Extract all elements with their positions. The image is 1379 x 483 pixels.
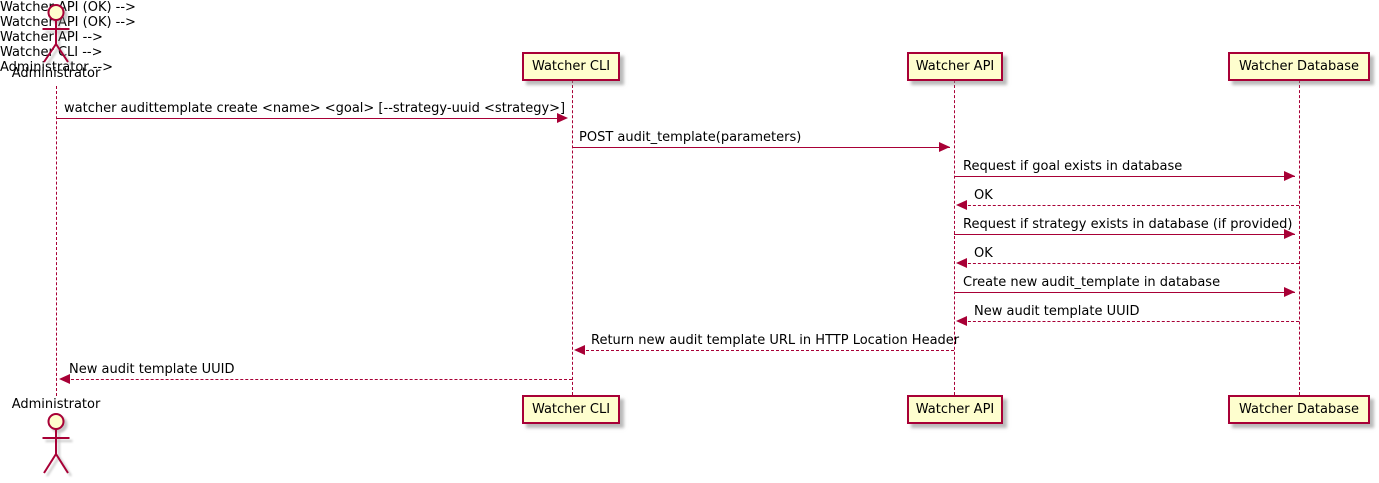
- lifeline-administrator: [56, 86, 57, 396]
- message-line: [572, 147, 950, 148]
- message-label: Request if goal exists in database: [963, 159, 1183, 174]
- message-label: Request if strategy exists in database (…: [963, 217, 1293, 232]
- lifeline-watcher-cli: [572, 80, 573, 395]
- participant-watcher-database-bottom: Watcher Database: [1228, 395, 1370, 424]
- message-label: OK: [974, 246, 993, 261]
- arrowhead-left-icon: [956, 258, 967, 268]
- arrowhead-left-icon: [956, 200, 967, 210]
- arrowhead-right-icon: [1284, 287, 1295, 297]
- actor-administrator-top: Administrator: [6, 3, 106, 81]
- message-label: OK: [974, 188, 993, 203]
- message-line: [57, 118, 562, 119]
- arrowhead-left-icon: [956, 316, 967, 326]
- message-line: [954, 176, 1295, 177]
- participant-watcher-cli-top: Watcher CLI: [522, 52, 620, 81]
- arrowhead-right-icon: [557, 113, 568, 123]
- actor-stick-figure-icon: [42, 4, 70, 63]
- message-label: Create new audit_template in database: [963, 275, 1221, 290]
- actor-label: Administrator: [11, 397, 101, 412]
- message-label: POST audit_template(parameters): [579, 130, 802, 145]
- message-line: [958, 205, 1299, 206]
- actor-stick-figure-icon: [42, 413, 70, 474]
- participant-watcher-api-bottom: Watcher API: [907, 395, 1003, 424]
- actor-administrator-bottom: Administrator: [6, 396, 106, 476]
- message-label: New audit template UUID: [974, 304, 1140, 319]
- message-line: [954, 292, 1295, 293]
- participant-watcher-database-top: Watcher Database: [1228, 52, 1370, 81]
- message-label: Return new audit template URL in HTTP Lo…: [591, 333, 960, 348]
- participant-watcher-api-top: Watcher API: [907, 52, 1003, 81]
- arrowhead-right-icon: [1284, 171, 1295, 181]
- message-label: watcher audittemplate create <name> <goa…: [64, 101, 566, 116]
- message-line: [958, 321, 1299, 322]
- message-label: New audit template UUID: [69, 362, 235, 377]
- arrowhead-left-icon: [59, 374, 70, 384]
- message-line: [958, 263, 1299, 264]
- actor-label: Administrator: [11, 66, 101, 81]
- lifeline-watcher-database: [1299, 80, 1300, 395]
- participant-watcher-cli-bottom: Watcher CLI: [522, 395, 620, 424]
- message-line: [61, 379, 572, 380]
- message-line: [954, 234, 1295, 235]
- arrowhead-right-icon: [939, 142, 950, 152]
- arrowhead-left-icon: [574, 345, 585, 355]
- message-line: [576, 350, 954, 351]
- lifeline-watcher-api: [954, 80, 955, 395]
- arrowhead-right-icon: [1284, 229, 1295, 239]
